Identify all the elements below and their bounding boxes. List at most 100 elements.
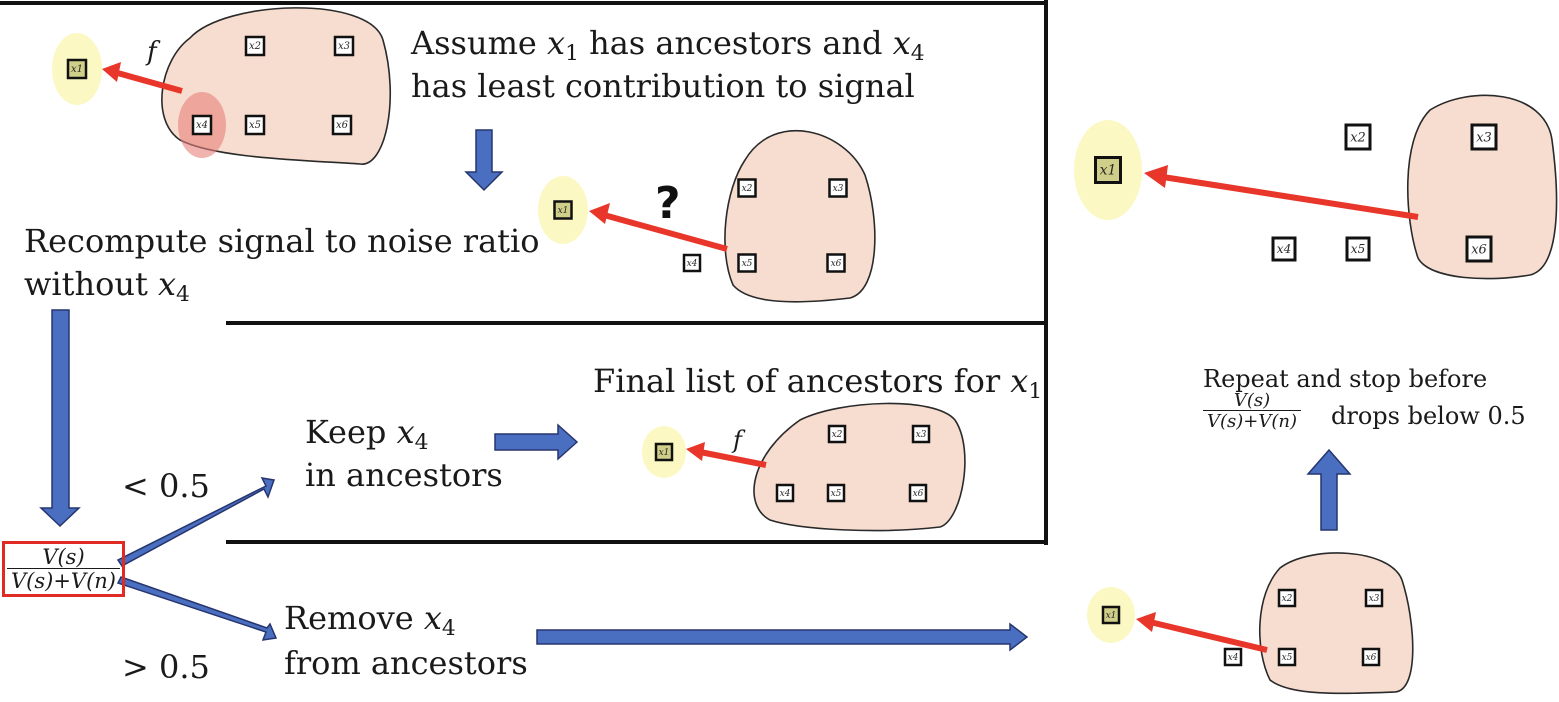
f-arrow xyxy=(699,449,767,468)
node-label: x5 xyxy=(249,120,261,131)
snr-denominator: V(s)+V(n) xyxy=(7,568,120,592)
repeat-line-2: drops below 0.5 xyxy=(1331,402,1526,430)
node-x4: x4 xyxy=(1271,236,1297,262)
question-mark: ? xyxy=(655,178,681,229)
f-arrow xyxy=(113,69,183,94)
node-x1: x1 xyxy=(1101,605,1121,625)
branch-arrow-keep xyxy=(116,477,276,567)
f-label: f xyxy=(145,37,161,67)
recompute-line-2: without x4 xyxy=(24,265,190,308)
node-label: x4 xyxy=(780,489,791,499)
f-arrowhead xyxy=(1144,165,1168,188)
snr-numerator: V(s) xyxy=(42,545,85,569)
node-label: x3 xyxy=(916,430,927,440)
graph-after-removal xyxy=(1087,552,1414,695)
right-arrow-keep xyxy=(494,423,579,461)
node-label: x3 xyxy=(338,41,350,52)
node-x3: x3 xyxy=(1470,123,1498,151)
right-arrow-remove xyxy=(536,622,1029,652)
assume-line-1: Assume x1 has ancestors and x4 xyxy=(411,24,925,67)
node-label: x4 xyxy=(1228,653,1239,663)
node-label: x1 xyxy=(558,206,569,216)
node-x2: x2 xyxy=(737,178,757,198)
down-arrow-2 xyxy=(39,309,81,528)
node-x1: x1 xyxy=(66,58,88,80)
node-label: x5 xyxy=(742,259,753,269)
node-x5: x5 xyxy=(1345,236,1371,262)
node-x4: x4 xyxy=(191,114,213,136)
snr-ratio-box: V(s) V(s)+V(n) xyxy=(2,541,125,597)
node-label: x3 xyxy=(1476,130,1492,145)
graph-final xyxy=(642,402,966,532)
node-label: x1 xyxy=(1100,163,1117,179)
node-label: x1 xyxy=(71,64,83,75)
final-title: Final list of ancestors for x1 xyxy=(593,362,1043,405)
node-x2: x2 xyxy=(244,35,266,57)
node-x4: x4 xyxy=(775,483,795,503)
f-arrowhead xyxy=(1136,612,1156,632)
node-x5: x5 xyxy=(244,114,266,136)
up-arrow xyxy=(1306,448,1352,531)
node-x4: x4 xyxy=(682,253,702,273)
node-label: x5 xyxy=(1351,242,1365,256)
repeat-ratio: V(s) V(s)+V(n) xyxy=(1203,392,1301,431)
node-label: x5 xyxy=(1282,653,1293,663)
ancestor-blob-reduced xyxy=(724,129,876,303)
recompute-line-1: Recompute signal to noise ratio xyxy=(24,222,540,260)
node-x6: x6 xyxy=(908,483,928,503)
node-label: x6 xyxy=(1366,653,1377,663)
node-x3: x3 xyxy=(1364,588,1384,608)
keep-line-2: in ancestors xyxy=(305,456,503,494)
node-label: x4 xyxy=(1277,242,1291,256)
graph-initial xyxy=(52,7,392,165)
node-label: x2 xyxy=(742,184,753,194)
node-x2: x2 xyxy=(1277,588,1297,608)
threshold-lt: < 0.5 xyxy=(122,467,210,505)
node-label: x3 xyxy=(1369,594,1380,604)
node-label: x1 xyxy=(659,448,670,458)
node-x1: x1 xyxy=(553,200,573,220)
remove-line-2: from ancestors xyxy=(284,644,528,682)
node-layer: x1 x2 x3 x4 x5 x6 x1 x2 x3 x4 x5 x6 x1 x2 x3 x4 x5 x6 x1 x2… xyxy=(66,35,1498,667)
node-label: x4 xyxy=(196,120,208,131)
keep-line-1: Keep x4 xyxy=(305,413,429,456)
node-x6: x6 xyxy=(1465,235,1493,263)
node-x6: x6 xyxy=(826,253,846,273)
graph-without-x4 xyxy=(538,129,876,303)
node-label: x4 xyxy=(687,259,698,269)
node-label: x2 xyxy=(249,41,261,52)
node-label: x3 xyxy=(833,184,844,194)
node-x6: x6 xyxy=(331,114,353,136)
node-label: x2 xyxy=(1350,130,1366,145)
node-label: x2 xyxy=(832,430,843,440)
down-arrow-1 xyxy=(464,129,504,192)
node-label: x1 xyxy=(1106,611,1117,621)
assume-line-2: has least contribution to signal xyxy=(411,67,915,105)
node-x5: x5 xyxy=(737,253,757,273)
node-x2: x2 xyxy=(827,424,847,444)
node-label: x6 xyxy=(1471,242,1487,257)
node-x5: x5 xyxy=(826,483,846,503)
node-x4: x4 xyxy=(1223,647,1243,667)
remove-line-1: Remove x4 xyxy=(284,599,456,642)
ancestor-blob-after xyxy=(1258,552,1414,695)
node-label: x2 xyxy=(1282,594,1293,604)
f-label: f xyxy=(731,426,746,454)
node-x3: x3 xyxy=(333,35,355,57)
ancestor-blob-final xyxy=(753,402,966,532)
node-x2: x2 xyxy=(1344,123,1372,151)
branch-arrow-remove xyxy=(116,576,278,641)
f-arrowhead xyxy=(102,62,121,82)
node-label: x6 xyxy=(336,120,349,131)
f-arrow xyxy=(1149,619,1268,653)
node-label: x6 xyxy=(831,259,842,269)
node-x5: x5 xyxy=(1277,647,1297,667)
panel-frame xyxy=(0,0,1048,545)
node-x3: x3 xyxy=(828,178,848,198)
f-arrow xyxy=(603,212,728,252)
node-x1: x1 xyxy=(1094,156,1122,184)
f-arrowhead xyxy=(589,203,610,224)
threshold-gt: > 0.5 xyxy=(122,648,210,686)
node-x6: x6 xyxy=(1361,647,1381,667)
